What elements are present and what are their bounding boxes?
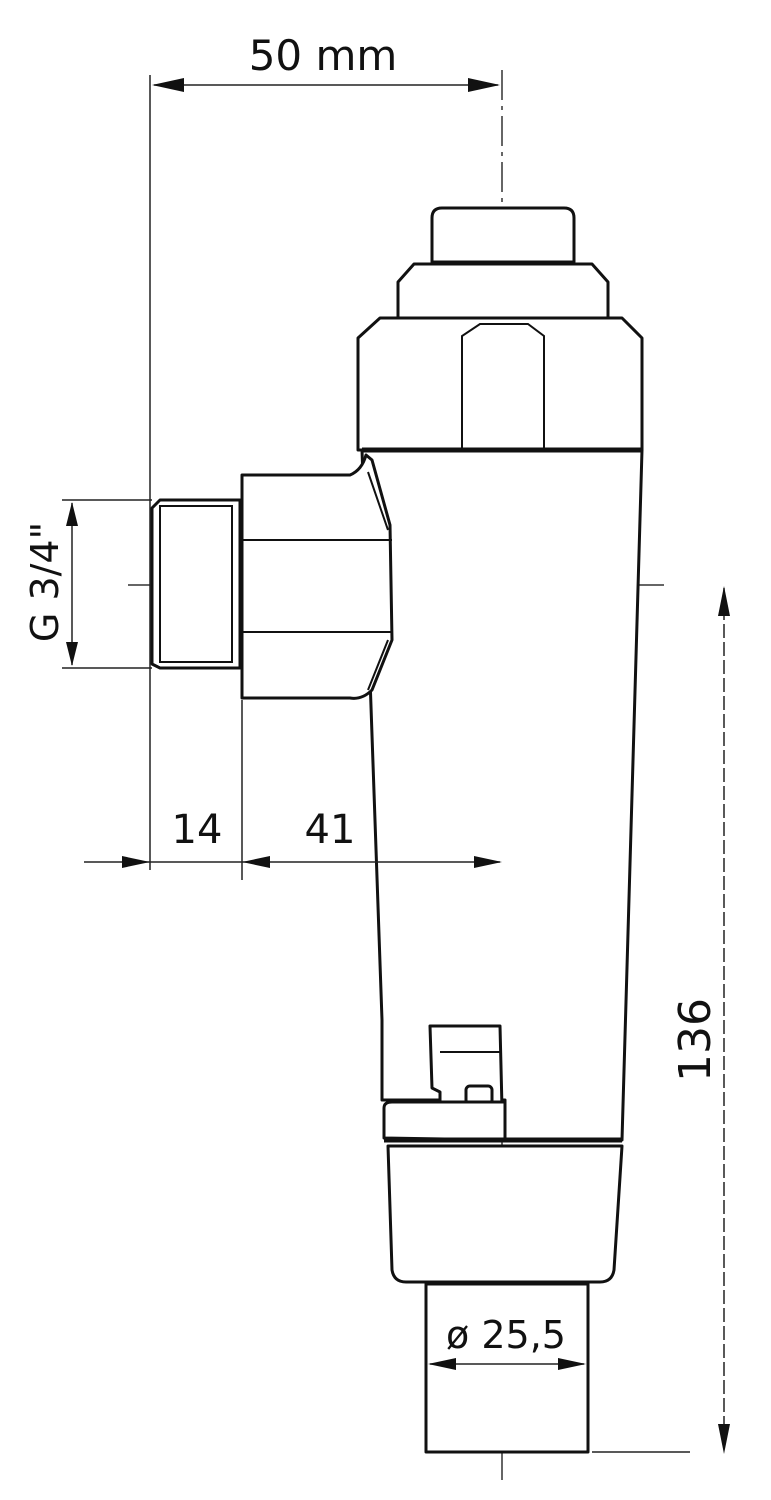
inlet-boss-taper <box>367 471 389 691</box>
top-collar <box>396 262 610 320</box>
dim-14-label: 14 <box>172 807 223 853</box>
hex-nut-flat <box>461 323 545 450</box>
dim-41-arrow-right <box>474 856 502 868</box>
hex-nut <box>356 316 644 452</box>
dim-50-arrow-left <box>152 78 184 92</box>
dim-50-arrow-right <box>468 78 500 92</box>
dim-136-arrow-bottom <box>718 1424 730 1454</box>
thread-arrow-top <box>66 502 78 526</box>
lower-ring <box>382 1100 507 1142</box>
dim-14-arrow-right <box>242 856 270 868</box>
top-cap <box>430 206 576 264</box>
threaded-inlet <box>150 498 242 670</box>
dim-136-label: 136 <box>670 998 721 1082</box>
dim-136-arrow-top <box>718 586 730 616</box>
thread-label: G 3/4" <box>23 522 67 642</box>
dim-50-label: 50 mm <box>249 31 398 80</box>
outlet-tube <box>424 1282 590 1454</box>
dim-14-arrow-left <box>122 856 150 868</box>
dim-41-label: 41 <box>305 807 356 853</box>
thread-line <box>159 505 233 663</box>
dia-label: ø 25,5 <box>446 1313 566 1357</box>
valve-body <box>360 448 644 1142</box>
dia-arrow-right <box>558 1358 586 1370</box>
dia-arrow-left <box>428 1358 456 1370</box>
inlet-boss <box>240 453 394 700</box>
thread-arrow-bottom <box>66 642 78 666</box>
bottom-cap <box>386 1144 624 1284</box>
